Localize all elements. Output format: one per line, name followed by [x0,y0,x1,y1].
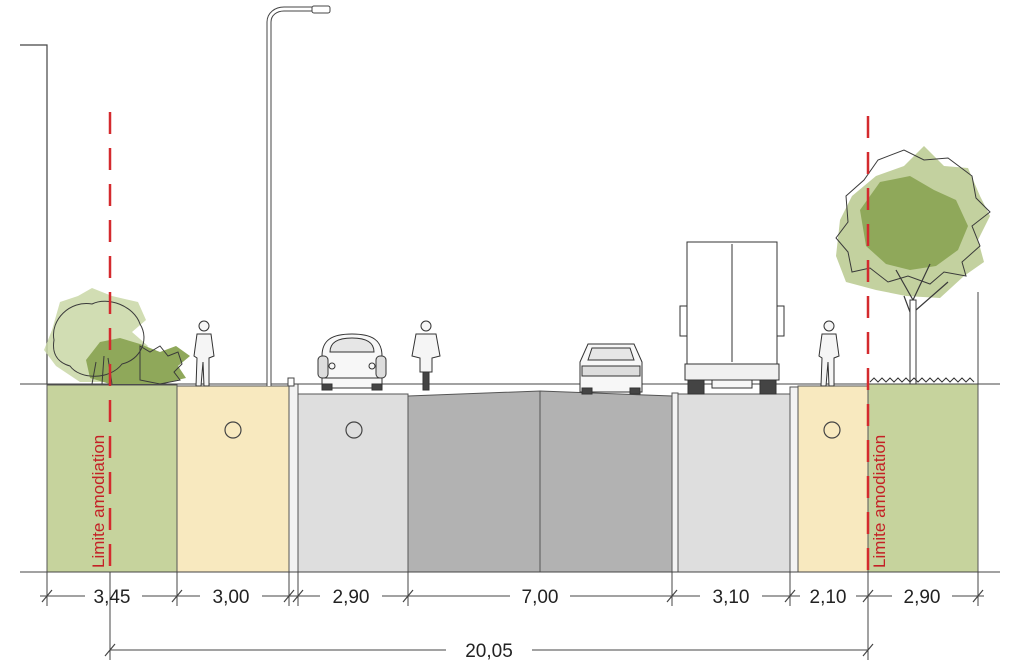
car-right-icon [579,343,643,395]
dim-label-green-right: 2,90 [904,587,941,608]
network-pipe-middle [345,421,363,439]
curb-right-lane [671,392,679,573]
segment-carriageway-left [407,390,541,573]
curb-left [288,383,299,573]
tree-right-icon [835,146,991,385]
segment-sidewalk-right [797,385,869,573]
pedestrian-right-icon [818,320,840,387]
dimension-extension-lines [46,572,979,660]
street-lamp-icon [266,5,331,386]
dim-label-green-left: 3,45 [94,587,131,608]
dimension-ticks [41,589,984,657]
dim-label-lane-left: 2,90 [333,587,370,608]
limit-label-left: Limite amodiation [89,435,108,568]
cyclist-icon [411,320,441,391]
dim-label-total: 20,05 [465,641,513,662]
segment-sidewalk-left [176,385,290,573]
shrub-left-icon [44,288,190,385]
network-pipe-left [224,421,242,439]
dim-label-lane-right: 3,10 [713,587,750,608]
network-pipe-right [823,421,841,439]
segment-lane-right [677,393,791,573]
truck-icon [679,241,785,395]
limit-label-right: Limite amodiation [870,435,889,568]
dim-label-sidewalk-right: 2,10 [810,587,847,608]
building-outline [20,44,48,384]
bollard-icon [287,377,295,387]
grass-right-icon [869,377,975,383]
car-left-icon [317,333,387,391]
curb-right [789,386,799,573]
segment-carriageway-right [539,390,673,573]
segment-lane-left [297,393,409,573]
segment-green-right [867,383,979,573]
pedestrian-left-icon [193,320,215,387]
dim-label-carriageway: 7,00 [522,587,559,608]
segment-green-left [46,384,178,573]
dim-label-sidewalk-left: 3,00 [213,587,250,608]
